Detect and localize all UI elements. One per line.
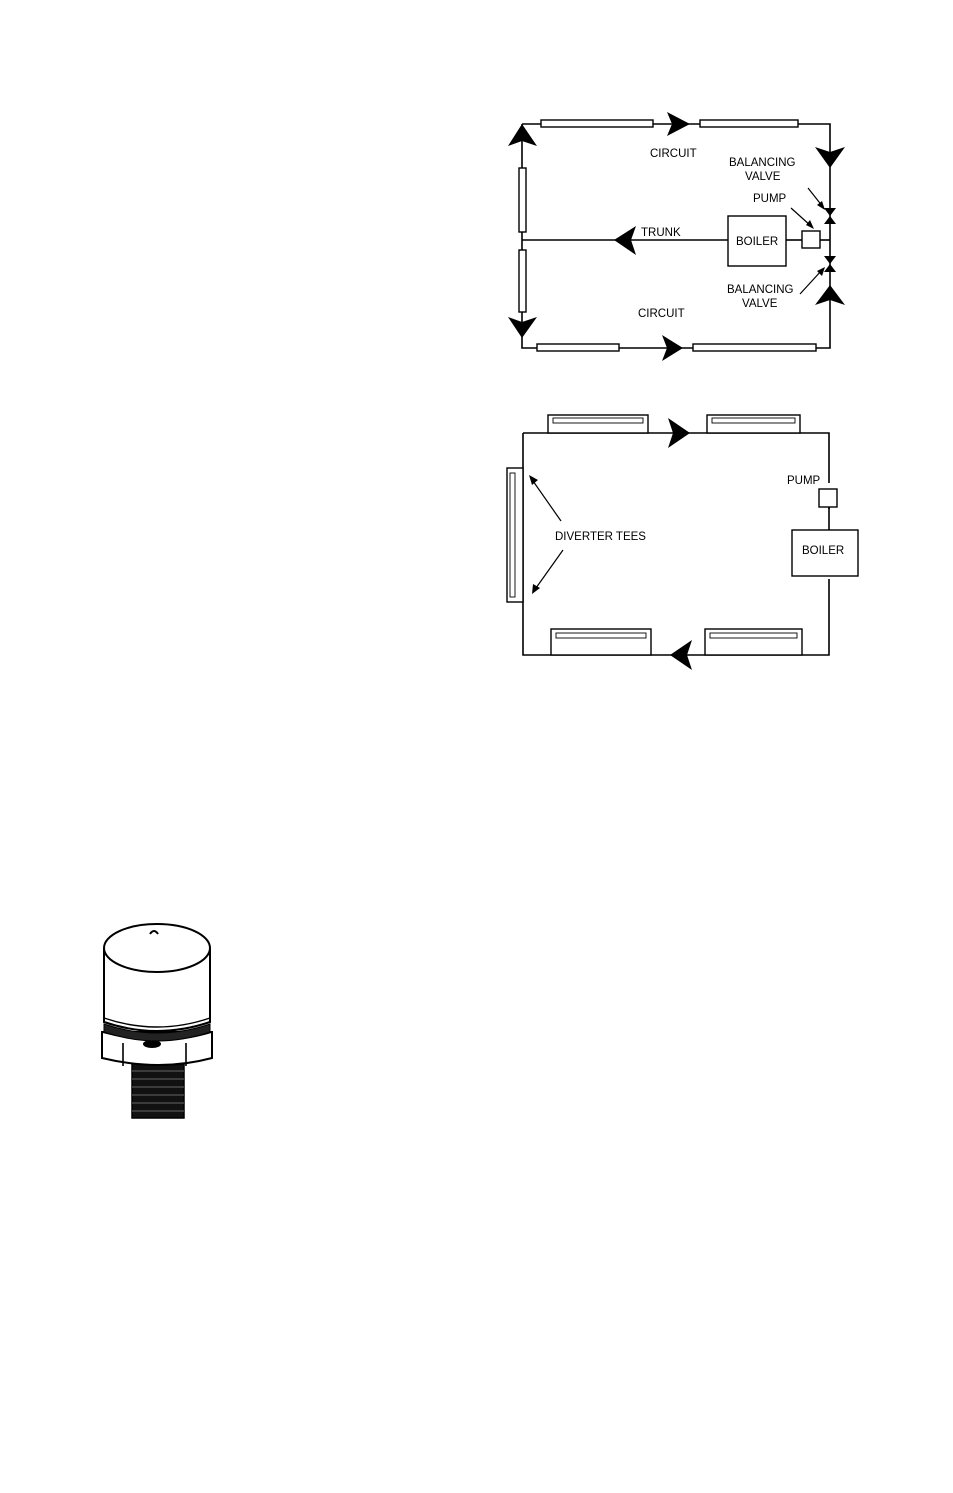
threaded-nipple [132, 1062, 184, 1118]
cylinder-body [104, 924, 210, 1041]
